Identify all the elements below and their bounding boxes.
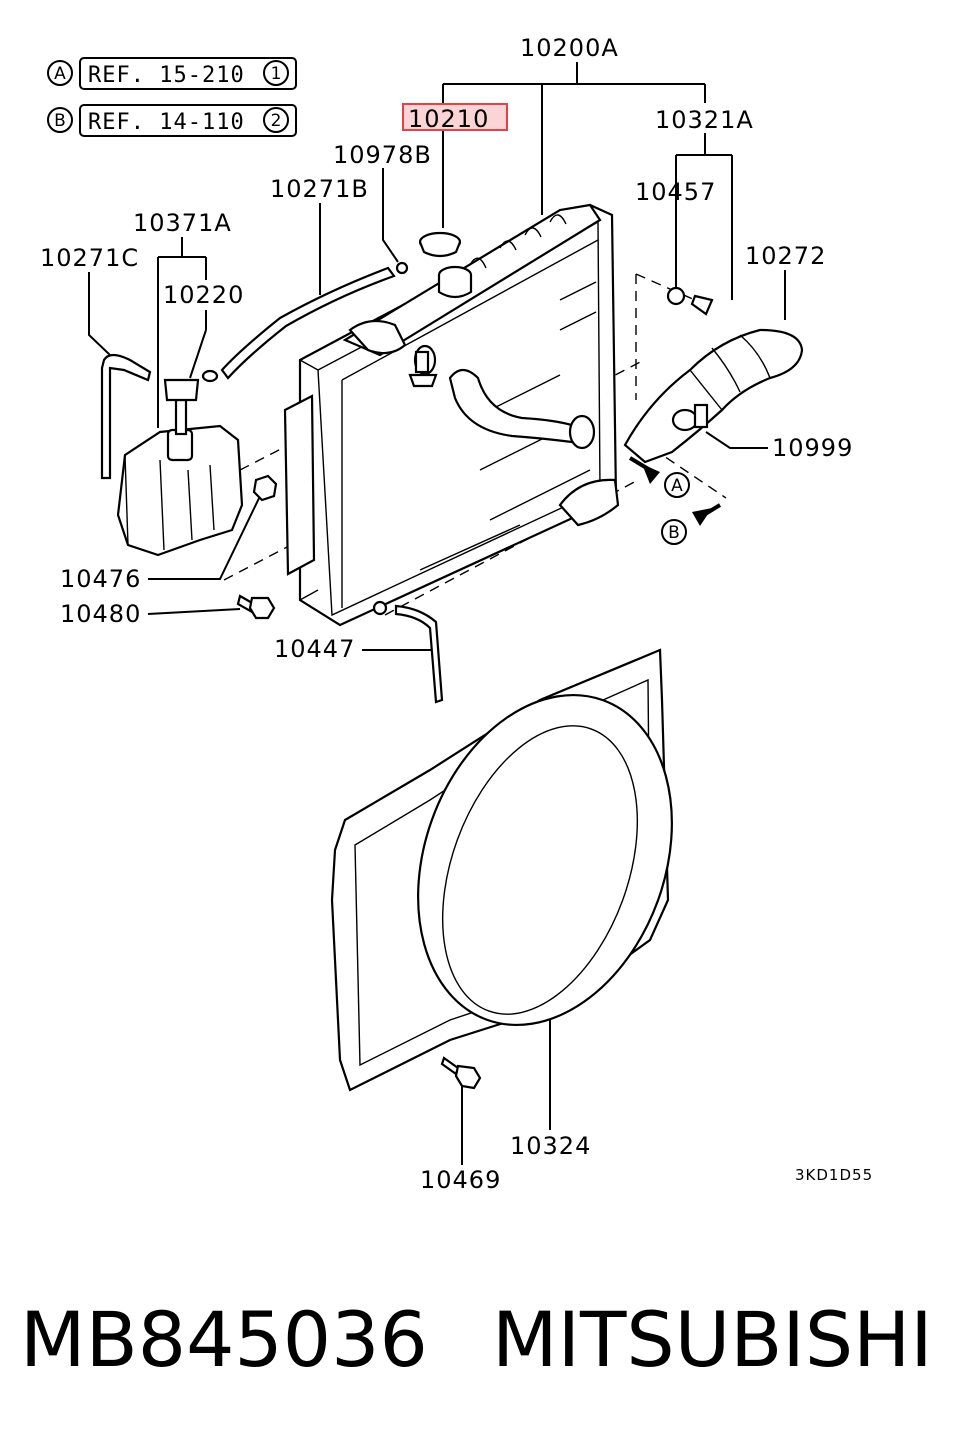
label-10220: 10220 [163, 281, 244, 309]
label-10447: 10447 [274, 635, 355, 663]
reference-b: B REF. 14-110 2 [47, 104, 297, 137]
hose-10447 [394, 604, 444, 704]
ref-b-text: REF. 14-110 [88, 110, 245, 135]
footer: MB845036 MITSUBISHI [0, 1290, 960, 1400]
reference-a: A REF. 15-210 1 [47, 57, 297, 90]
highlight-box [402, 103, 508, 131]
reservoir-tank [100, 353, 244, 557]
ref-a-num: 1 [271, 64, 282, 84]
connector-b-label: B [668, 523, 680, 543]
clamp-10999-right [671, 403, 709, 432]
connector-a: A [628, 456, 690, 498]
ref-a-marker: A [54, 64, 66, 84]
radiator [283, 203, 620, 627]
label-10469: 10469 [420, 1166, 501, 1194]
diagram-code: 3KD1D55 [795, 1166, 873, 1184]
parts-diagram: A REF. 15-210 1 B REF. 14-110 2 10200A 1… [40, 34, 873, 1194]
ref-b-marker: B [54, 111, 66, 131]
label-10271C: 10271C [40, 244, 139, 272]
hose-10271b [220, 266, 396, 380]
brand-name: MITSUBISHI [492, 1295, 933, 1384]
ref-b-num: 2 [271, 111, 282, 131]
bolt-10476 [252, 474, 278, 502]
label-10999-right: 10999 [772, 434, 853, 462]
label-10210: 10210 [408, 105, 489, 133]
connector-b: B [661, 503, 722, 545]
label-10978B: 10978B [333, 141, 432, 169]
label-10480: 10480 [60, 600, 141, 628]
clamp-10999-left [408, 344, 438, 388]
label-10200A: 10200A [520, 34, 619, 62]
radiator-cap [418, 231, 462, 258]
fan-shroud [330, 648, 673, 1092]
ref-a-text: REF. 15-210 [88, 63, 245, 88]
label-10476: 10476 [60, 565, 141, 593]
label-10371A: 10371A [133, 209, 232, 237]
connector-a-label: A [671, 476, 683, 496]
label-10271B: 10271B [270, 175, 369, 203]
hose-10272 [623, 328, 804, 464]
label-10321A: 10321A [655, 106, 754, 134]
part-number: MB845036 [20, 1295, 428, 1384]
label-10324: 10324 [510, 1132, 591, 1160]
bolt-10480 [236, 594, 276, 620]
bolt-10469 [440, 1056, 482, 1090]
label-10272: 10272 [745, 242, 826, 270]
drain-plug-10457 [666, 286, 714, 316]
hose-10273 [448, 368, 577, 444]
